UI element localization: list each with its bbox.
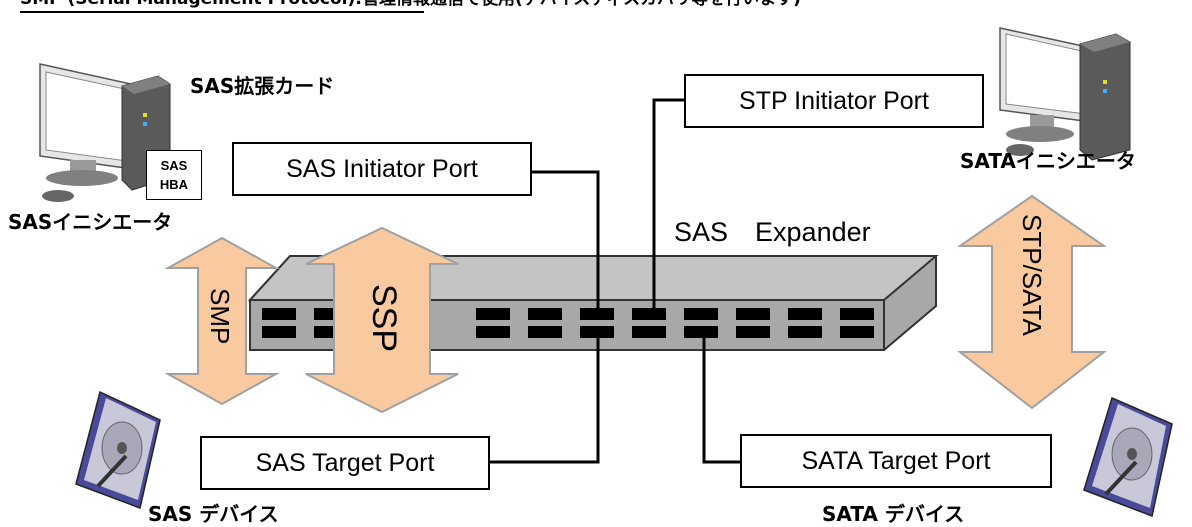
sata-initiator-label: SATAイニシエータ [960,149,1136,173]
sas-target-link [490,334,600,464]
expander-port-slot [736,308,770,320]
expander-port-slot [262,308,296,320]
expander-port-slot [788,326,822,338]
expander-label: SAS Expander [674,217,871,247]
stp-initiator-port-box: STP Initiator Port [684,74,984,128]
expander-port-slot [840,326,874,338]
sas-target-port-box: SAS Target Port [200,436,490,490]
sata-device-label: SATA デバイス [822,502,965,526]
expander-port-slot [632,326,666,338]
expander-port-slot [788,308,822,320]
sas-card-label: SAS拡張カード [190,74,335,98]
header-note: SMP (Serial Management Protocol):管理情報通信で… [20,0,801,9]
expander-port-slot [632,308,666,320]
expander-port-slot [476,308,510,320]
sas-initiator-label: SASイニシエータ [8,210,173,234]
ssp-label: SSP [365,284,403,353]
sas-initiator-port-box: SAS Initiator Port [232,142,532,196]
expander-port-slot [580,326,614,338]
sas-hba-card: SAS HBA [146,150,202,200]
expander-port-slot [476,326,510,338]
sas-device-label: SAS デバイス [148,502,279,526]
sata-target-link [702,334,740,464]
header-note-underlined: SMP (Serial Management Protocol): [20,0,362,9]
sata-target-port-box: SATA Target Port [740,434,1052,488]
sas-initiator-link [532,170,600,310]
smp-label: SMP [205,288,235,345]
hard-disk-icon [1083,396,1173,518]
hard-disk-icon [75,390,161,510]
hba-line1: SAS [160,158,188,173]
ssp-arrow [305,226,459,414]
expander-port-slot [262,326,296,338]
hba-line2: HBA [159,177,189,192]
smp-arrow [164,236,280,406]
expander-port-slot [580,308,614,320]
stp-initiator-link [652,98,684,310]
connection-lines [490,98,740,464]
expander-port-slot [528,308,562,320]
expander-port-slot [684,326,718,338]
desktop-computer-icon [999,27,1131,161]
expander-port-slot [840,308,874,320]
expander-port-slot [736,326,770,338]
stp-sata-arrow [956,194,1108,410]
header-note-rest: 管理情報通信で使用(デバイスディスカバリ等を行います) [362,0,801,9]
expander-port-slot [528,326,562,338]
stp-sata-label: STP/SATA [1017,214,1047,336]
expander-port-slot [684,308,718,320]
